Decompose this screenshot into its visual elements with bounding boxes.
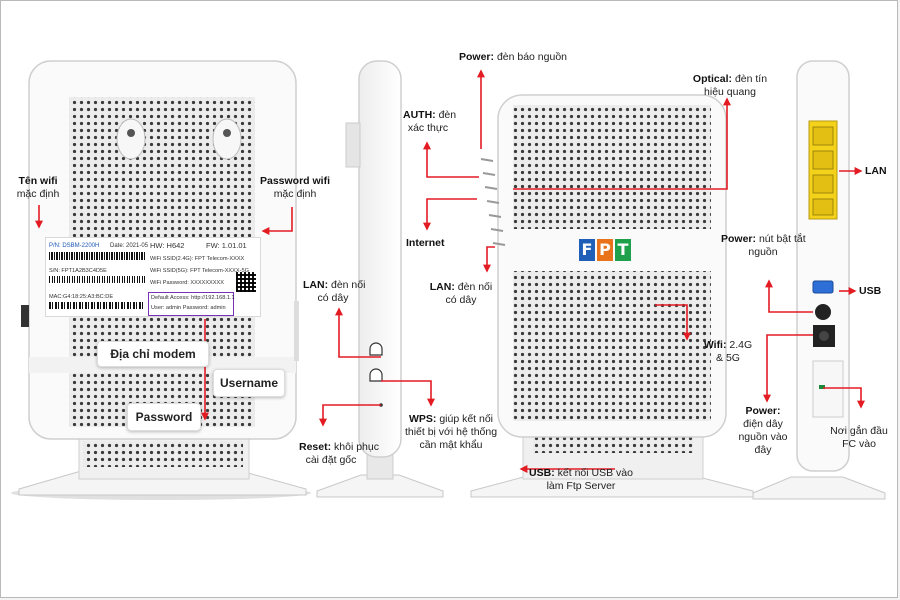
label-internet-led: Internet [406,237,445,249]
logo-letter-f: F [579,239,595,261]
label-lan-port: LAN [865,165,887,177]
sticker-fw: FW: 1.01.01 [206,241,247,250]
callout-modem-address: Địa chỉ modem [97,341,209,367]
callout-username: Username [213,369,285,397]
callout-arrows [35,69,865,473]
label-wifi: Wifi: 2.4G& 5G [703,339,753,364]
sticker-ssid-24: WiFi SSID(2.4G): FPT Telecom-XXXX [150,256,245,262]
sticker-sn: S/N: FPT1A2B3C4D5E [49,268,107,274]
router-side-view [316,60,444,498]
label-usb-port: USB [859,285,882,297]
device-label-sticker: P/N: DSBM-2200H Date: 2021-05 HW: H642 F… [45,237,261,317]
sticker-mac: MAC:G4:18:25:A3:BC:DE [49,294,114,300]
sticker-default-access: Default Access: http://192.168.1.1 [151,295,235,301]
callout-password: Password [127,403,201,431]
label-power-led: Power: đèn báo nguồn [459,51,568,63]
fpt-logo: F P T [579,239,631,261]
sticker-hw: HW: H642 [150,241,185,250]
barcode [49,302,145,309]
barcode [49,252,145,260]
sticker-user-pass: User: admin Password: admin [151,305,226,311]
login-info-box [148,292,234,316]
logo-letter-p: P [597,239,613,261]
sticker-ssid-5: WiFi SSID(5G): FPT Telecom-XXXX-5G [150,268,249,274]
sticker-wifi-password: WiFi Password: XXXXXXXXX [150,280,224,286]
sticker-pn: P/N: DSBM-2200H [49,243,100,249]
qr-code [236,272,256,292]
logo-letter-t: T [615,239,631,261]
router-front-view [470,94,754,498]
router-ports-view [752,60,886,500]
sticker-date: Date: 2021-05 [110,243,149,249]
barcode [49,276,145,283]
